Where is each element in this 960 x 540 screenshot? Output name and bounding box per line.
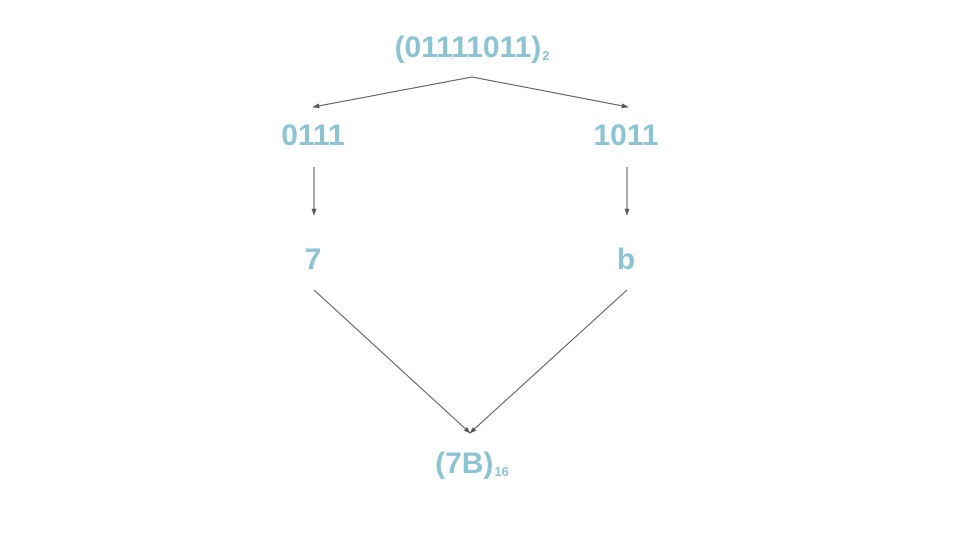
binary-base-subscript: 2 [542,48,550,63]
hex-base-subscript: 16 [494,464,509,479]
arrow-top-to-left-bin [312,76,473,109]
arrow-right-hex-to-bottom [469,289,628,434]
arrow-top-to-right-bin [471,76,629,109]
high-nibble-binary: 0111 [281,119,345,152]
arrow-left-hex-to-bottom [313,289,471,434]
high-nibble-hex: 7 [304,243,322,276]
binary-number-value: (01111011) [394,31,542,64]
low-nibble-binary: 1011 [593,119,659,152]
low-nibble-hex: b [616,243,636,276]
hex-number-node: (7B)16 [435,449,509,479]
hex-number-value: (7B) [435,447,494,480]
binary-number-node: (01111011)2 [394,33,549,63]
